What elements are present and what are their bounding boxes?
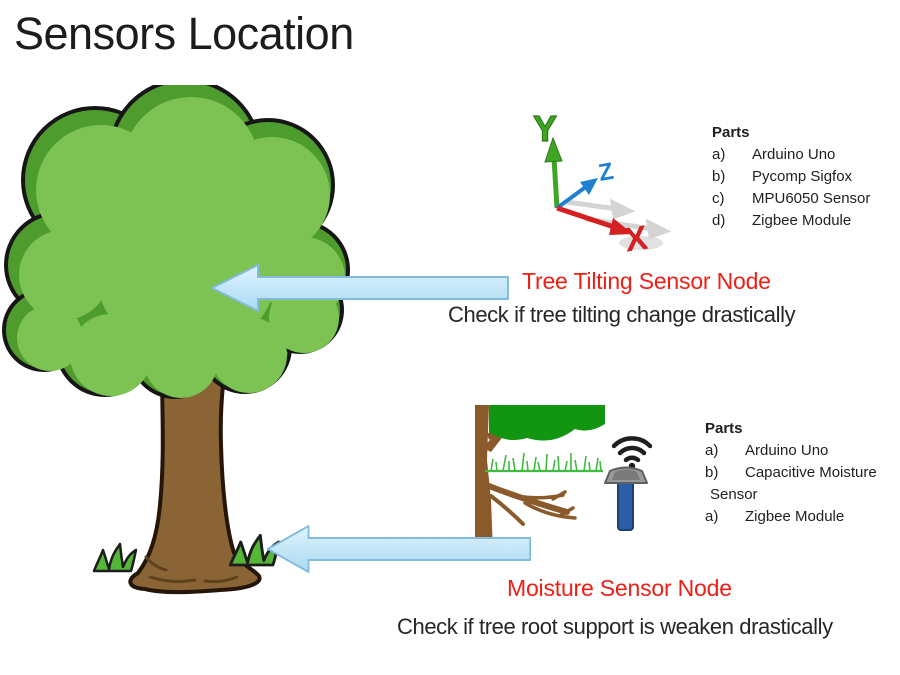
inset-foliage: [489, 405, 605, 441]
list-item: d)Zigbee Module: [712, 212, 852, 229]
moisture-parts-heading: Parts: [705, 420, 743, 437]
inset-roots: [486, 483, 577, 526]
tilt-parts-list: Parts a)Arduino Uno b)Pycomp Sigfox c)MP…: [712, 122, 897, 232]
list-item: b)Pycomp Sigfox: [712, 168, 853, 185]
page-title: Sensors Location: [14, 8, 354, 59]
inset-grass: [485, 452, 603, 473]
moisture-probe-icon: [604, 466, 648, 531]
list-item: c)MPU6050 Sensor: [712, 190, 871, 207]
tilt-callout-arrow: [211, 264, 509, 312]
moisture-node-label: Moisture Sensor Node: [507, 575, 732, 601]
tilt-parts-heading: Parts: [712, 124, 750, 141]
moisture-sensor-illustration: [475, 405, 653, 552]
tree-foliage-front: [17, 97, 345, 398]
list-item: Sensor: [710, 486, 758, 503]
list-item: a)Arduino Uno: [705, 442, 829, 459]
moisture-node-description: Check if tree root support is weaken dra…: [397, 614, 833, 639]
xyz-axis-icon: Y Z X: [532, 108, 672, 253]
list-item: a)Zigbee Module: [705, 508, 845, 525]
list-item: a)Arduino Uno: [712, 146, 836, 163]
axis-x-arrow: X: [556, 205, 663, 253]
axis-y-arrow: Y: [532, 108, 563, 209]
axis-z-arrow: Z: [555, 158, 616, 210]
tilt-node-description: Check if tree tilting change drastically: [448, 302, 796, 327]
wifi-icon: [611, 436, 653, 470]
list-item: b)Capacitive Moisture: [705, 464, 877, 481]
axis-x-label: X: [622, 219, 650, 253]
moisture-parts-list: Parts a)Arduino Uno b)Capacitive Moistur…: [705, 418, 900, 528]
axis-z-label: Z: [596, 158, 615, 187]
axis-y-label: Y: [533, 108, 557, 149]
tilt-node-label: Tree Tilting Sensor Node: [522, 268, 771, 294]
moisture-callout-arrow: [266, 525, 532, 573]
tree-illustration: [2, 85, 350, 595]
